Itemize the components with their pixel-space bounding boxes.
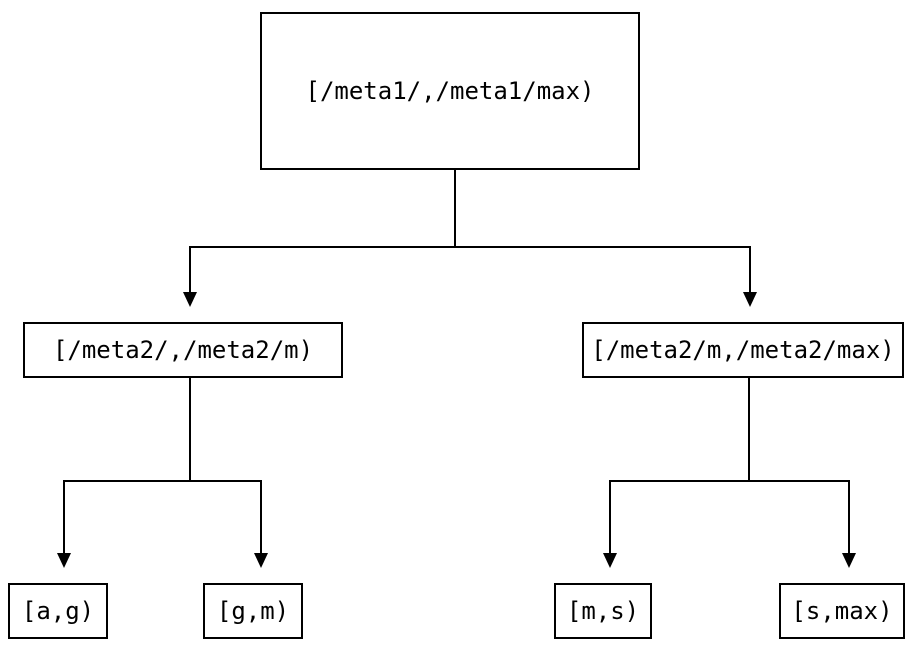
arrow-down-icon: [183, 292, 197, 307]
arrow-down-icon: [743, 292, 757, 307]
node-leaf-m-s-label: [m,s): [566, 597, 640, 625]
node-meta2-left-label: [/meta2/,/meta2/m): [52, 336, 314, 364]
node-leaf-m-s: [m,s): [554, 583, 652, 639]
arrow-down-icon: [842, 553, 856, 568]
node-leaf-g-m-label: [g,m): [216, 597, 290, 625]
node-leaf-g-m: [g,m): [203, 583, 303, 639]
node-leaf-s-max: [s,max): [779, 583, 905, 639]
node-meta2-right-label: [/meta2/m,/meta2/max): [591, 336, 895, 364]
node-root-label: [/meta1/,/meta1/max): [305, 77, 595, 105]
node-leaf-s-max-label: [s,max): [791, 597, 893, 625]
node-leaf-a-g-label: [a,g): [21, 597, 95, 625]
node-meta2-right: [/meta2/m,/meta2/max): [582, 322, 904, 378]
arrow-down-icon: [603, 553, 617, 568]
node-root: [/meta1/,/meta1/max): [260, 12, 640, 170]
arrow-down-icon: [254, 553, 268, 568]
arrow-down-icon: [57, 553, 71, 568]
node-meta2-left: [/meta2/,/meta2/m): [23, 322, 343, 378]
node-leaf-a-g: [a,g): [8, 583, 108, 639]
